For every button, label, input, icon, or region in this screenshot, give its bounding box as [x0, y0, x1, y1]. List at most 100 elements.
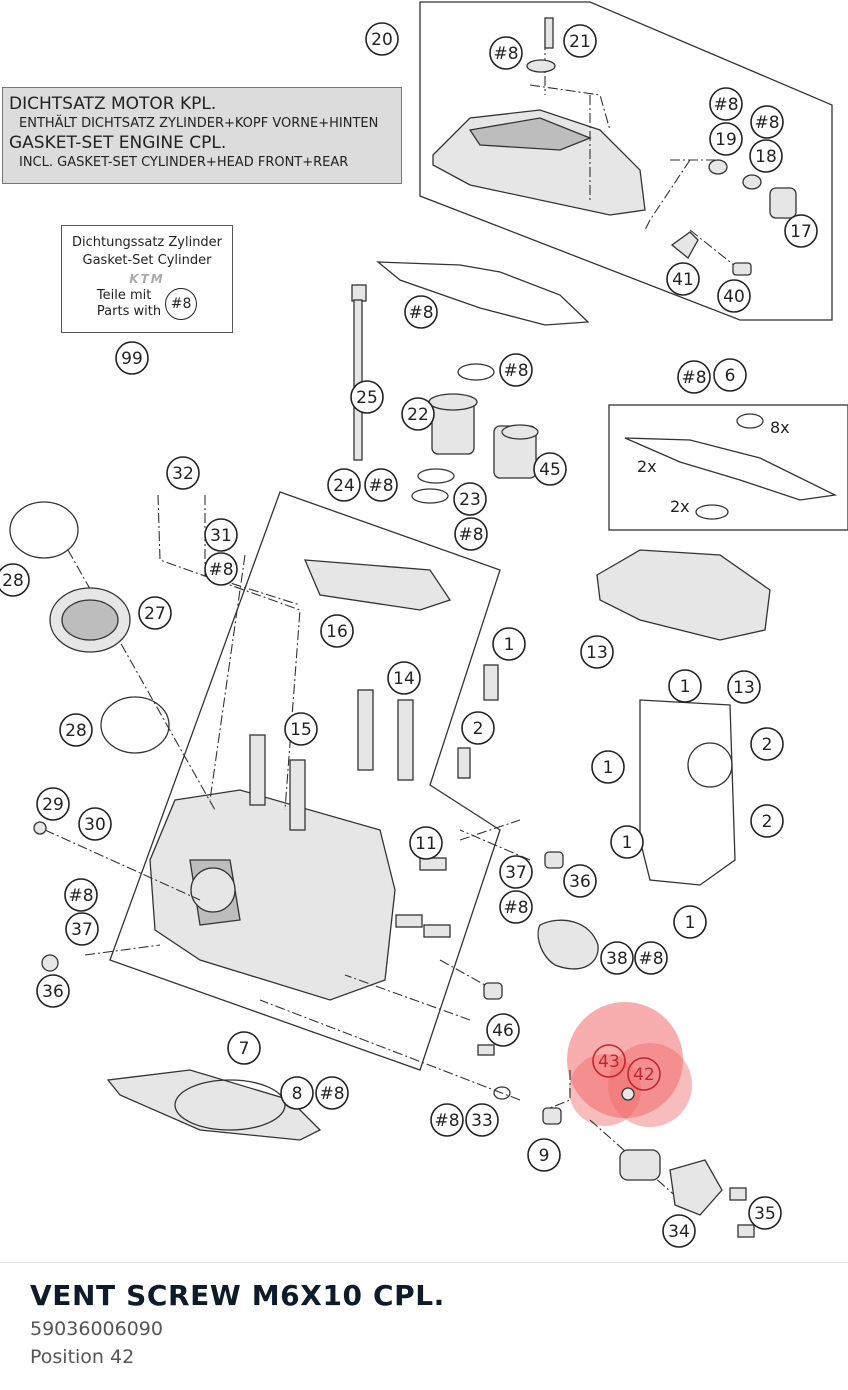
callout-8m[interactable]: #8	[315, 1076, 349, 1110]
callout-2c[interactable]: 2	[750, 804, 784, 838]
callout-8k[interactable]: #8	[499, 890, 533, 924]
callout-ring	[750, 804, 784, 838]
callout-9[interactable]: 9	[527, 1138, 561, 1172]
callout-ring	[527, 1138, 561, 1172]
callout-ring	[36, 787, 70, 821]
callout-19[interactable]: 19	[709, 122, 743, 156]
callout-8j[interactable]: #8	[64, 878, 98, 912]
callout-label: 35	[754, 1204, 776, 1224]
callout-35[interactable]: 35	[748, 1196, 782, 1230]
callout-34[interactable]: 34	[662, 1214, 696, 1248]
callout-label: 24	[333, 476, 355, 496]
cylinder-head-group	[44, 491, 681, 1201]
callout-99[interactable]: 99	[115, 341, 149, 375]
callout-6[interactable]: 6	[713, 358, 747, 392]
callout-36a[interactable]: 36	[563, 864, 597, 898]
valve-cover-group	[419, 1, 833, 321]
kit-line-en: Gasket-Set Cylinder	[82, 253, 212, 268]
callout-ring	[563, 24, 597, 58]
part-position: Position 42	[30, 1346, 135, 1368]
callout-8e[interactable]: #8	[499, 353, 533, 387]
callout-14[interactable]: 14	[387, 661, 421, 695]
callout-label: 8	[292, 1084, 303, 1104]
callout-label: #8	[319, 1084, 344, 1104]
callout-label: 15	[290, 720, 312, 740]
callout-8g[interactable]: #8	[364, 468, 398, 502]
callout-33[interactable]: 33	[465, 1103, 499, 1137]
callout-ring	[166, 456, 200, 490]
callout-43[interactable]: 43	[592, 1044, 626, 1078]
callout-22[interactable]: 22	[401, 397, 435, 431]
callout-24[interactable]: 24	[327, 468, 361, 502]
callout-label: 43	[598, 1052, 620, 1072]
callout-ring	[0, 563, 30, 597]
callout-8i[interactable]: #8	[204, 552, 238, 586]
callout-label: 1	[680, 677, 691, 697]
callout-25[interactable]: 25	[350, 380, 384, 414]
callout-21[interactable]: 21	[563, 24, 597, 58]
callout-8d[interactable]: #8	[404, 295, 438, 329]
callout-label: 17	[790, 222, 812, 242]
callout-42[interactable]: 42	[627, 1057, 661, 1091]
callout-28a[interactable]: 28	[0, 563, 30, 597]
callout-40[interactable]: 40	[717, 279, 751, 313]
callout-ring	[709, 122, 743, 156]
callout-16[interactable]: 16	[320, 614, 354, 648]
callout-ring	[533, 452, 567, 486]
callout-label: 1	[622, 833, 633, 853]
callout-1a[interactable]: 1	[492, 627, 526, 661]
callout-label: 13	[733, 678, 755, 698]
callout-ring	[499, 890, 533, 924]
callout-label: 6	[725, 366, 736, 386]
callout-8b[interactable]: #8	[709, 87, 743, 121]
callout-ring	[465, 1103, 499, 1137]
callout-ring	[784, 214, 818, 248]
callout-37a[interactable]: 37	[499, 855, 533, 889]
callout-8c[interactable]: #8	[750, 105, 784, 139]
callout-8f[interactable]: #8	[677, 360, 711, 394]
callout-label: 23	[459, 490, 481, 510]
callout-ring	[315, 1076, 349, 1110]
callout-32[interactable]: 32	[166, 456, 200, 490]
callout-15[interactable]: 15	[284, 712, 318, 746]
long-bolt	[351, 284, 367, 461]
callout-2a[interactable]: 2	[461, 711, 495, 745]
callout-8l[interactable]: #8	[634, 941, 668, 975]
callout-20[interactable]: 20	[365, 22, 399, 56]
callout-18[interactable]: 18	[749, 139, 783, 173]
callout-label: 42	[633, 1065, 655, 1085]
callout-38[interactable]: 38	[600, 941, 634, 975]
label-en-subtitle: INCL. GASKET-SET CYLINDER+HEAD FRONT+REA…	[19, 155, 349, 170]
callout-46[interactable]: 46	[486, 1013, 520, 1047]
callout-27[interactable]: 27	[138, 596, 172, 630]
callout-1e[interactable]: 1	[673, 905, 707, 939]
callout-8[interactable]: 8	[280, 1076, 314, 1110]
callout-1d[interactable]: 1	[610, 825, 644, 859]
callout-ring	[364, 468, 398, 502]
callout-30[interactable]: 30	[78, 807, 112, 841]
callout-31[interactable]: 31	[204, 518, 238, 552]
callout-ring	[486, 1013, 520, 1047]
callout-41[interactable]: 41	[666, 262, 700, 296]
callout-23[interactable]: 23	[453, 482, 487, 516]
callout-2b[interactable]: 2	[750, 727, 784, 761]
callout-17[interactable]: 17	[784, 214, 818, 248]
callout-label: #8	[458, 525, 483, 545]
callout-7[interactable]: 7	[227, 1031, 261, 1065]
callout-13a[interactable]: 13	[580, 635, 614, 669]
callout-36b[interactable]: 36	[36, 974, 70, 1008]
callout-8a[interactable]: #8	[489, 36, 523, 70]
callout-1b[interactable]: 1	[668, 669, 702, 703]
callout-8n[interactable]: #8	[430, 1103, 464, 1137]
callout-13b[interactable]: 13	[727, 670, 761, 704]
callout-29[interactable]: 29	[36, 787, 70, 821]
callout-8h[interactable]: #8	[454, 517, 488, 551]
callout-28b[interactable]: 28	[59, 713, 93, 747]
callout-ring	[409, 826, 443, 860]
callout-45[interactable]: 45	[533, 452, 567, 486]
callout-37b[interactable]: 37	[65, 912, 99, 946]
callout-11[interactable]: 11	[409, 826, 443, 860]
callout-1c[interactable]: 1	[591, 750, 625, 784]
callout-ring	[204, 552, 238, 586]
